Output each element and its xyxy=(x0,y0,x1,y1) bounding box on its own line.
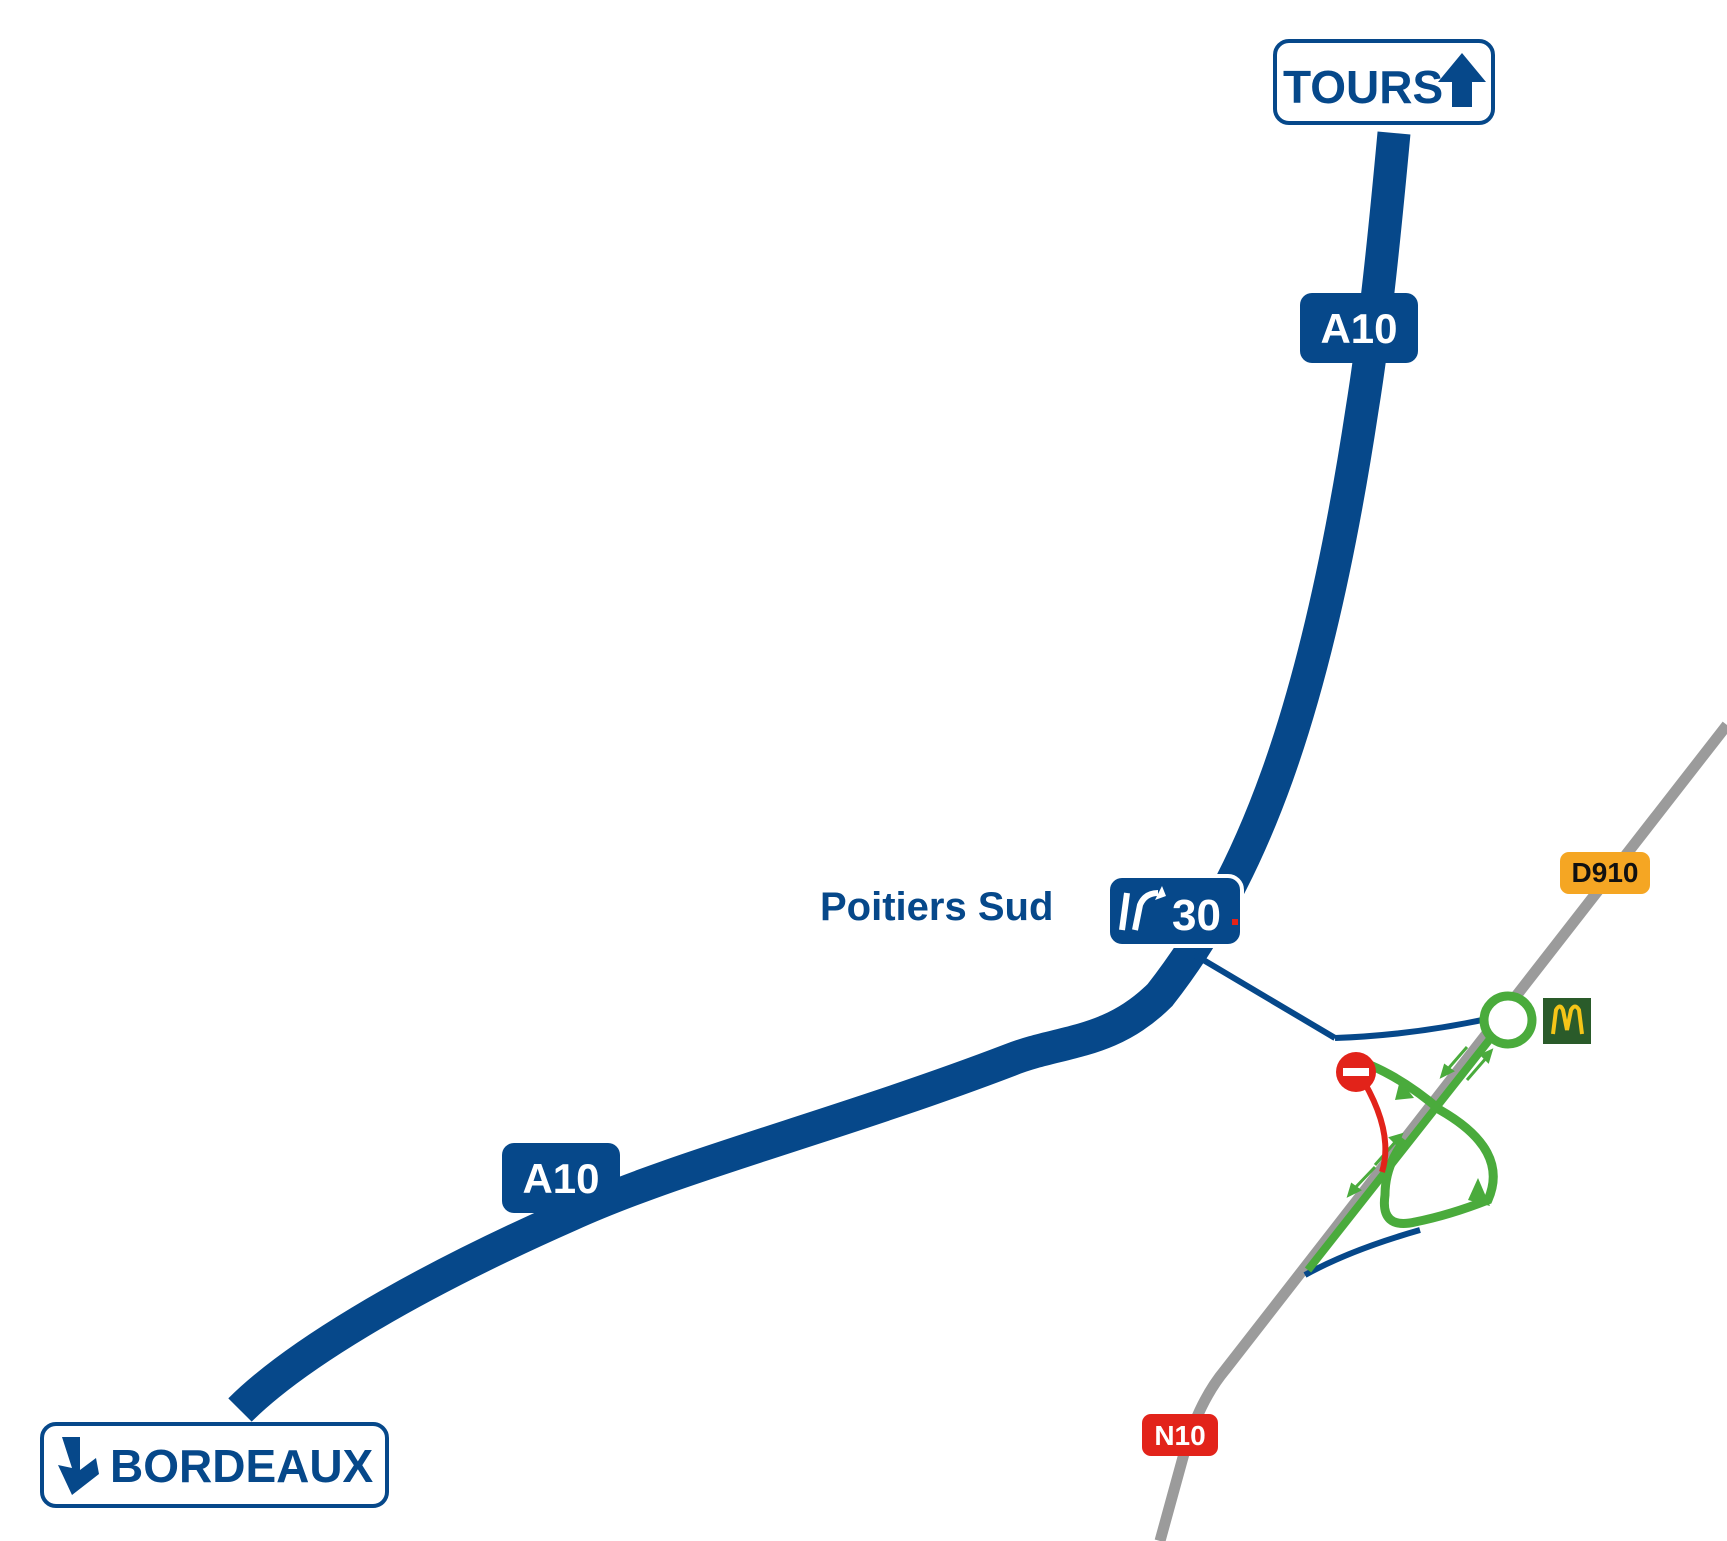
destination-bordeaux-label: BORDEAUX xyxy=(110,1440,374,1492)
exit-name-label: Poitiers Sud xyxy=(820,885,1053,929)
exit-ramp-line xyxy=(1193,952,1337,1041)
exit-ramp-icon xyxy=(1119,886,1166,931)
motorway-label: A10 xyxy=(1320,305,1397,352)
destination-tours-label: TOURS xyxy=(1283,61,1443,113)
exit-dot xyxy=(1232,919,1238,925)
exit-sign[interactable]: 30 xyxy=(1106,874,1244,948)
n10-badge: N10 xyxy=(1142,1414,1218,1456)
a10-shield-north: A10 xyxy=(1300,293,1418,363)
exit-number: 30 xyxy=(1172,891,1221,940)
motorway-label: A10 xyxy=(522,1155,599,1202)
destination-sign-bordeaux: BORDEAUX xyxy=(40,1422,389,1508)
d910-label: D910 xyxy=(1572,857,1639,888)
destination-sign-tours: TOURS xyxy=(1273,39,1495,125)
d910-badge: D910 xyxy=(1560,852,1650,894)
n10-label: N10 xyxy=(1154,1420,1205,1451)
a10-shield-south: A10 xyxy=(502,1143,620,1213)
recommended-route-loop xyxy=(1368,1060,1498,1228)
loop-arrow-icon xyxy=(1395,1080,1414,1100)
arrow-up-icon xyxy=(1438,53,1486,107)
arrow-down-left-icon xyxy=(58,1437,99,1495)
no-entry-icon xyxy=(1336,1052,1376,1092)
exit-ramp-south-link xyxy=(1303,1227,1421,1278)
motorway-a10-line xyxy=(228,131,1411,1422)
roundabout-icon xyxy=(1479,991,1537,1049)
loop-arrow-icon xyxy=(1468,1178,1490,1206)
mcdonalds-logo-icon[interactable] xyxy=(1543,998,1591,1044)
